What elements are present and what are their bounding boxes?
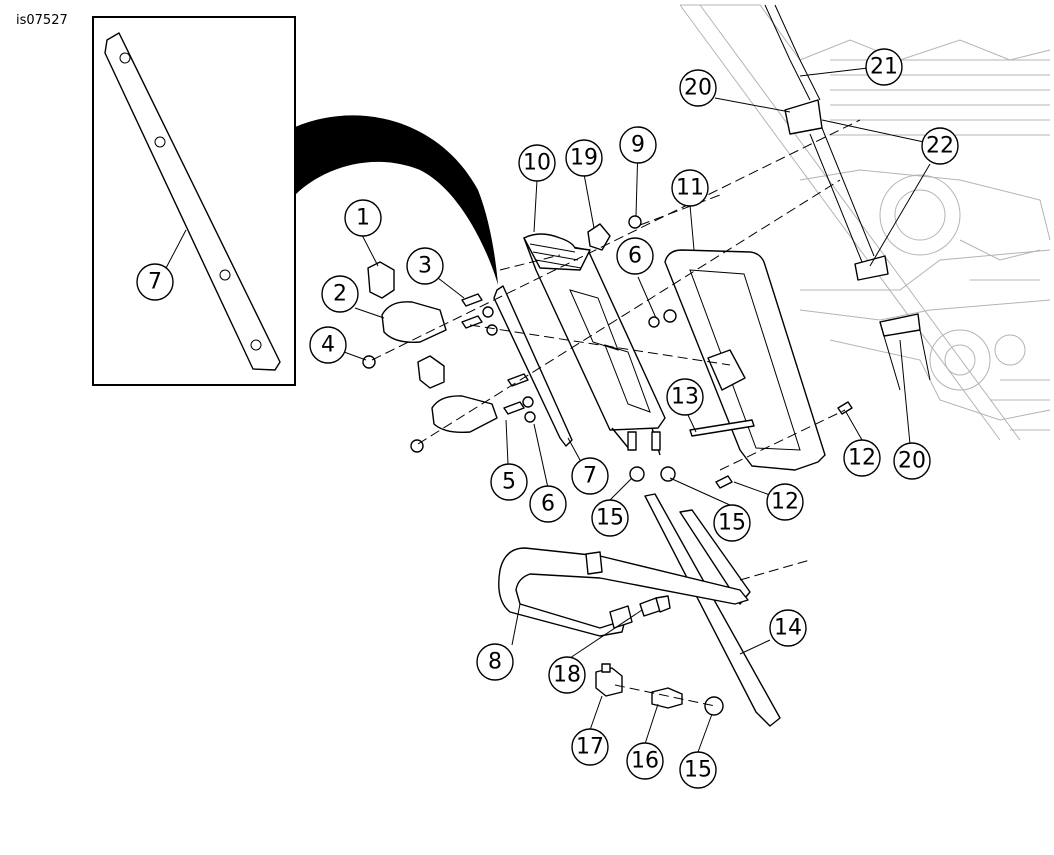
svg-text:7: 7	[148, 270, 162, 295]
svg-text:12: 12	[771, 490, 799, 515]
callout-4: 4	[309, 326, 347, 364]
callout-9: 9	[619, 126, 657, 164]
callout-11: 11	[671, 169, 709, 207]
callout-21: 21	[865, 48, 903, 86]
oil-cooler	[523, 233, 666, 456]
callouts: 7 1 2 3 4 5 6 6 7 8 9 10 11 12 12 13 14 …	[136, 48, 959, 789]
callout-20-bottom: 20	[893, 442, 931, 480]
svg-text:17: 17	[576, 735, 604, 760]
callout-15-right: 15	[713, 504, 751, 542]
callout-2: 2	[321, 275, 359, 313]
svg-text:12: 12	[848, 446, 876, 471]
svg-text:21: 21	[870, 55, 898, 80]
alignment-lines	[371, 119, 861, 707]
callout-15-left: 15	[591, 499, 629, 537]
callout-17: 17	[571, 728, 609, 766]
callout-15-bottom: 15	[679, 751, 717, 789]
callout-3: 3	[406, 247, 444, 285]
svg-text:2: 2	[333, 282, 347, 307]
detail-swoosh	[295, 115, 498, 285]
callout-1: 1	[344, 199, 382, 237]
clamp-assembly	[362, 261, 536, 453]
svg-text:4: 4	[321, 333, 335, 358]
svg-text:15: 15	[596, 506, 624, 531]
svg-text:19: 19	[570, 146, 598, 171]
leader-lines	[343, 67, 931, 753]
small-hardware	[587, 215, 853, 489]
callout-5: 5	[490, 463, 528, 501]
svg-text:13: 13	[671, 385, 699, 410]
svg-text:15: 15	[718, 511, 746, 536]
callout-16: 16	[626, 742, 664, 780]
svg-text:18: 18	[553, 663, 581, 688]
svg-text:1: 1	[356, 206, 370, 231]
svg-text:15: 15	[684, 758, 712, 783]
callout-12-lower: 12	[766, 483, 804, 521]
callout-6-upper: 6	[616, 237, 654, 275]
svg-text:20: 20	[898, 449, 926, 474]
svg-text:9: 9	[631, 133, 645, 158]
svg-text:6: 6	[628, 244, 642, 269]
callout-19: 19	[565, 139, 603, 177]
callout-18: 18	[548, 656, 586, 694]
svg-text:6: 6	[541, 492, 555, 517]
callout-8: 8	[476, 643, 514, 681]
svg-text:5: 5	[502, 470, 516, 495]
svg-text:8: 8	[488, 650, 502, 675]
svg-text:10: 10	[523, 151, 551, 176]
callout-22: 22	[921, 127, 959, 165]
oil-hoses	[498, 493, 781, 727]
mounting-bracket	[493, 285, 573, 447]
callout-7: 7	[571, 457, 609, 495]
svg-text:7: 7	[583, 464, 597, 489]
callout-20-top: 20	[679, 69, 717, 107]
hose-clamps	[764, 4, 931, 391]
document-id: is07527	[16, 13, 68, 28]
callout-inset-7: 7	[136, 263, 174, 301]
callout-6-lower: 6	[529, 485, 567, 523]
svg-text:16: 16	[631, 749, 659, 774]
inset-panel	[92, 16, 296, 386]
callout-14: 14	[769, 609, 807, 647]
engine-background	[679, 4, 1051, 441]
callout-12-right: 12	[843, 439, 881, 477]
cooler-cover	[664, 249, 826, 471]
svg-text:14: 14	[774, 616, 802, 641]
svg-text:11: 11	[676, 176, 704, 201]
inset-mounting-bracket	[104, 32, 281, 371]
callout-10: 10	[518, 144, 556, 182]
svg-text:20: 20	[684, 76, 712, 101]
callout-13: 13	[666, 378, 704, 416]
svg-text:3: 3	[418, 254, 432, 279]
svg-text:22: 22	[926, 134, 954, 159]
fittings	[595, 663, 724, 716]
